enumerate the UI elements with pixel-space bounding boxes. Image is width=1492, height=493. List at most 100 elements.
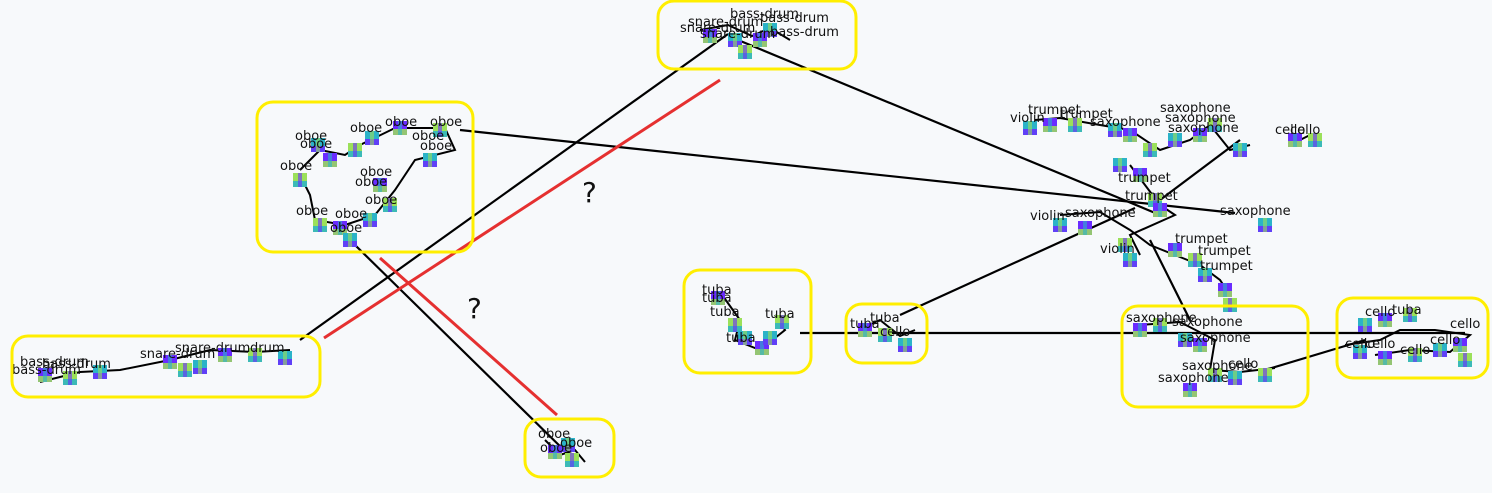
spectrogram-thumbnail	[248, 348, 262, 362]
node-label: cello	[1345, 337, 1375, 352]
question-mark-lower: ?	[467, 292, 482, 325]
node-label: oboe	[295, 129, 327, 144]
node-label: tuba	[726, 331, 756, 346]
node-label: bass-drum	[730, 7, 799, 22]
spectrogram-thumbnail	[383, 198, 397, 212]
spectrogram-thumbnail	[775, 315, 789, 329]
node-label: oboe	[420, 139, 452, 154]
node-label: trumpet	[1125, 189, 1178, 204]
node-label: oboe	[385, 115, 417, 130]
spectrogram-thumbnail	[1043, 118, 1057, 132]
node-label: cello	[1228, 357, 1258, 372]
node-label: snare-drum	[175, 341, 250, 356]
edge	[299, 33, 729, 341]
spectrogram-thumbnail	[561, 438, 575, 452]
spectrogram-thumbnail	[1143, 143, 1157, 157]
spectrogram-thumbnail	[703, 29, 717, 43]
spectrogram-thumbnail	[1308, 133, 1322, 147]
node-label: trumpet	[1198, 244, 1251, 259]
spectrogram-thumbnail	[1123, 253, 1137, 267]
spectrogram-thumbnail	[1113, 158, 1127, 172]
spectrogram-thumbnail	[1458, 353, 1472, 367]
node-label: saxophone	[1220, 204, 1291, 219]
node-label: trumpet	[1118, 171, 1171, 186]
labels-layer: bass-drumsnare-drumbass-drumsnare-drumsn…	[12, 7, 1480, 456]
spectrogram-thumbnail	[1453, 338, 1467, 352]
cluster-box-saxophone-bottom	[1120, 304, 1310, 409]
node-label: oboe	[360, 165, 392, 180]
spectrogram-thumbnail	[1193, 128, 1207, 142]
spectrogram-thumbnail	[1068, 118, 1082, 132]
node-label: tuba	[765, 307, 795, 322]
question-mark-upper: ?	[582, 176, 597, 209]
spectrogram-thumbnail	[343, 233, 357, 247]
spectrogram-thumbnail	[433, 123, 447, 137]
node-label: drum	[250, 341, 285, 356]
node-label: cello	[1430, 333, 1460, 348]
node-label: oboe	[296, 204, 328, 219]
spectrogram-thumbnail	[1053, 218, 1067, 232]
spectrogram-thumbnail	[728, 318, 742, 332]
node-label: tuba	[1392, 303, 1422, 318]
cluster-path	[1139, 320, 1276, 374]
spectrogram-thumbnail	[1153, 318, 1167, 332]
spectrogram-thumbnail	[38, 368, 52, 382]
spectrogram-thumbnail	[565, 453, 579, 467]
spectrogram-thumbnail	[333, 221, 347, 235]
spectrogram-thumbnail	[1233, 143, 1247, 157]
cluster-path	[1059, 210, 1231, 296]
cluster-box-drums-left	[10, 334, 322, 399]
node-label: violin	[1010, 111, 1045, 126]
node-label: saxophone	[1158, 371, 1229, 386]
node-label: saxophone	[1180, 331, 1251, 346]
spectrogram-thumbnail	[1198, 268, 1212, 282]
spectrogram-thumbnail	[1108, 123, 1122, 137]
node-label: trumpet	[1200, 259, 1253, 274]
spectrogram-thumbnail	[1193, 338, 1207, 352]
spectrogram-thumbnail	[1168, 243, 1182, 257]
node-label: oboe	[335, 207, 367, 222]
node-label: saxophone	[1160, 101, 1231, 116]
spectrogram-thumbnail	[738, 45, 752, 59]
spectrogram-thumbnail	[423, 153, 437, 167]
edge	[354, 244, 571, 457]
spectrogram-thumbnail	[898, 338, 912, 352]
node-label: saxophone	[1168, 121, 1239, 136]
node-label: saxophone	[1165, 111, 1236, 126]
spectrogram-thumbnail	[63, 371, 77, 385]
missing-link-edge	[323, 78, 721, 340]
cluster-box-oboe-left	[255, 100, 475, 254]
node-label: oboe	[365, 193, 397, 208]
node-label: trumpet	[1060, 107, 1113, 122]
node-label: cello	[880, 325, 910, 340]
node-label: tuba	[850, 317, 880, 332]
spectrogram-thumbnail	[1433, 343, 1447, 357]
node-label: snare-drum	[700, 27, 775, 42]
spectrogram-thumbnail	[323, 153, 337, 167]
spectrogram-thumbnail	[763, 331, 777, 345]
node-label: tuba	[710, 305, 740, 320]
cluster-box-oboe-bottom	[523, 417, 616, 479]
spectrogram-thumbnail	[348, 143, 362, 157]
spectrogram-thumbnail	[311, 138, 325, 152]
node-label: oboe	[350, 121, 382, 136]
spectrogram-thumbnail	[858, 323, 872, 337]
spectrogram-thumbnail	[548, 445, 562, 459]
cluster-box-cello-right	[1335, 296, 1490, 380]
spectrogram-thumbnail	[1118, 238, 1132, 252]
node-label: cello	[1290, 123, 1320, 138]
spectrogram-thumbnail	[878, 328, 892, 342]
spectrogram-thumbnail	[313, 218, 327, 232]
spectrogram-thumbnail	[1208, 118, 1222, 132]
spectrogram-thumbnail	[728, 33, 742, 47]
spectrogram-thumbnail	[1023, 121, 1037, 135]
spectrogram-thumbnail	[1378, 313, 1392, 327]
spectrogram-thumbnail	[1133, 323, 1147, 337]
node-label: cello	[1365, 337, 1395, 352]
spectrogram-thumbnail	[1183, 383, 1197, 397]
node-label: violin	[1030, 209, 1065, 224]
node-label: snare-drum	[680, 21, 755, 36]
node-label: oboe	[540, 441, 572, 456]
node-label: saxophone	[1065, 206, 1136, 221]
node-label: oboe	[280, 159, 312, 174]
